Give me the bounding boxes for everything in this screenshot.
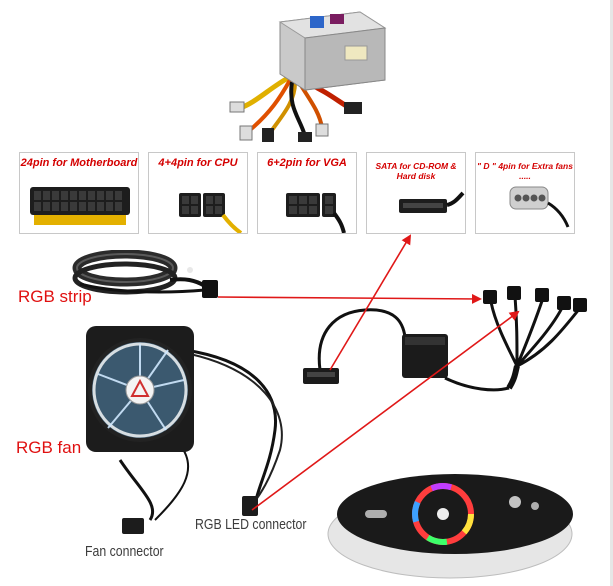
arrow-led-to-splitter <box>251 310 520 511</box>
card-label: 6+2pin for VGA <box>267 157 347 169</box>
rgb-fan-image <box>86 326 283 534</box>
card-cpu-4plus4pin: 4+4pin for CPU <box>148 152 248 234</box>
card-label: " D " 4pin for Extra fans ..... <box>477 161 573 181</box>
card-label: 4+4pin for CPU <box>158 157 238 169</box>
label-rgb-led-connector: RGB LED connector <box>195 516 307 533</box>
24pin-connector-image <box>30 187 130 225</box>
sata-connector-image <box>399 191 465 213</box>
vga-connector-image <box>286 193 346 233</box>
label-rgb-fan: RGB fan <box>16 438 82 457</box>
card-label: 24pin for Motherboard <box>20 157 138 169</box>
cpu-connector-image <box>179 193 243 233</box>
remote-control-image <box>327 474 573 579</box>
label-fan-connector: Fan connector <box>85 543 164 560</box>
molex-connector-image <box>509 186 570 228</box>
card-24pin-motherboard: 24pin for Motherboard <box>19 152 139 234</box>
card-vga-6plus2pin: 6+2pin for VGA <box>257 152 357 234</box>
label-rgb-strip: RGB strip <box>18 287 92 306</box>
card-sata: SATA for CD-ROM & Hard disk <box>366 152 466 234</box>
rgb-strip-image <box>72 250 218 298</box>
power-supply-image <box>229 11 387 142</box>
controller-splitter-image <box>303 286 587 392</box>
card-d-4pin-extra-fans: " D " 4pin for Extra fans ..... <box>475 152 575 234</box>
arrow-sata-to-psu <box>329 234 412 371</box>
right-border <box>610 0 613 586</box>
arrow-strip-to-splitter <box>217 293 482 304</box>
card-label: SATA for CD-ROM & Hard disk <box>375 161 457 181</box>
